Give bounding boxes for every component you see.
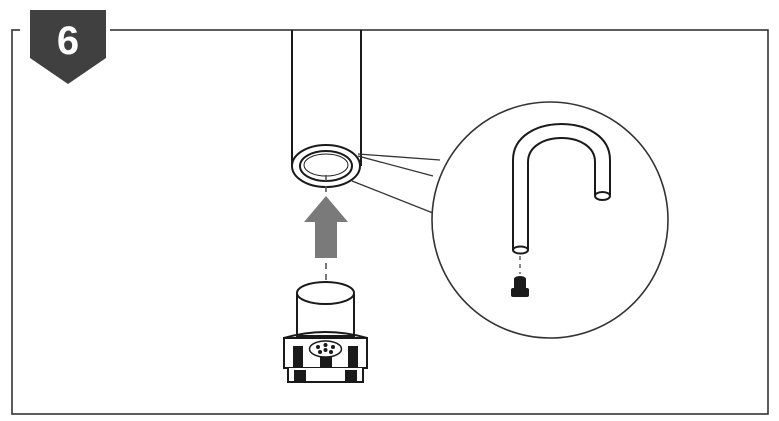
- detail-magnifier: [431, 101, 669, 339]
- arrow-up-icon: [304, 196, 348, 258]
- faucet-spout-icon: [512, 123, 611, 255]
- callout-lines: [351, 153, 441, 216]
- detail-aerator-icon: [511, 276, 529, 297]
- step-badge: 6: [20, 10, 110, 84]
- step-number: 6: [57, 19, 79, 63]
- panel-frame: [11, 29, 769, 415]
- aerator-insert-icon: [283, 281, 368, 383]
- spout-pipe: [291, 30, 362, 188]
